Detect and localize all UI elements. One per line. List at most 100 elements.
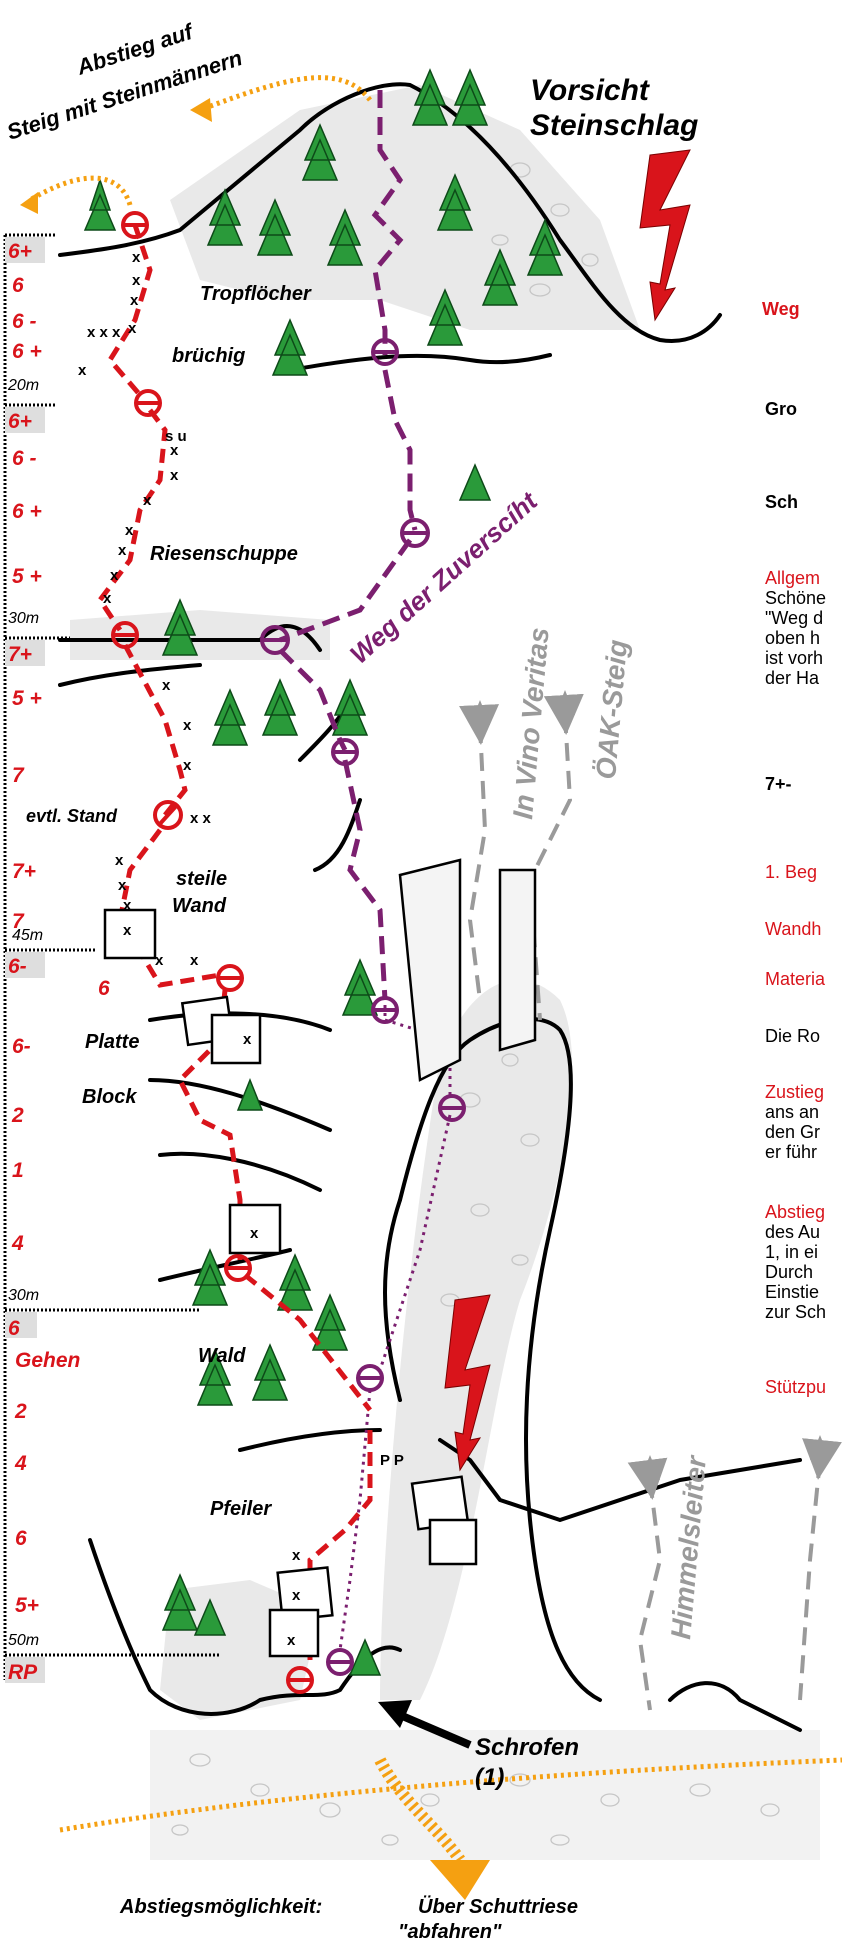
grade-4: 6 + [12, 340, 42, 363]
descent-line-4: Durch [765, 1262, 813, 1282]
label-weg-der-zuversicht: Weg der Zuverscíht [344, 485, 544, 669]
svg-text:x: x [118, 542, 127, 559]
grade-9: 7+ [8, 643, 32, 666]
grade-19: 6 [8, 1317, 20, 1340]
caution-label-1: Vorsicht [530, 74, 651, 107]
svg-text:x: x [130, 292, 139, 309]
svg-text:x: x [292, 1547, 301, 1564]
svg-text:x: x [125, 522, 134, 539]
label-wald: Wald [198, 1345, 246, 1367]
svg-text:x x: x x [190, 810, 212, 827]
grade-18: 4 [11, 1232, 24, 1255]
svg-text:x: x [250, 1225, 259, 1242]
info-line-2: Schöne [765, 588, 826, 608]
descent-line-6: zur Sch [765, 1302, 826, 1322]
label-schuttriese: Über Schuttriese [418, 1895, 578, 1918]
svg-text:x: x [243, 1031, 252, 1048]
label-abstieg-moeglichkeit: Abstiegsmöglichkeit: [119, 1896, 322, 1918]
length-4: 30m [8, 1287, 39, 1304]
descent-line-2: des Au [765, 1222, 820, 1242]
grade-5: 6+ [8, 410, 32, 433]
route-subtitle-1: Gro [765, 399, 797, 419]
descent-line-3: 1, in ei [765, 1242, 818, 1262]
access-line-1: Zustieg [765, 1082, 824, 1102]
length-3: 45m [12, 927, 43, 944]
info-line-3: "Weg d [765, 608, 823, 628]
label-in-vino-veritas: In Vino Veritas [507, 626, 555, 820]
grade-11: 7 [12, 764, 25, 787]
inline-grade: 6 [98, 977, 110, 1000]
svg-text:x: x [183, 717, 192, 734]
label-schrofen: Schrofen [475, 1734, 579, 1761]
grade-21: 2 [14, 1400, 27, 1423]
length-2: 30m [8, 610, 39, 627]
svg-text:x: x [123, 922, 132, 939]
route-subtitle-2: Sch [765, 492, 798, 512]
info-short-4: Die Ro [765, 1026, 820, 1046]
label-bruechig: brüchig [172, 345, 245, 367]
svg-text:x: x [128, 320, 137, 337]
info-short-1: 1. Beg [765, 862, 817, 882]
length-5: 50m [8, 1632, 39, 1649]
label-block: Block [82, 1086, 137, 1108]
grade-12: 7+ [12, 860, 36, 883]
grade-8: 5 + [12, 565, 42, 588]
svg-text:x: x [123, 897, 132, 914]
access-line-2: ans an [765, 1102, 819, 1122]
route-title: Weg [762, 299, 800, 319]
svg-text:x: x [110, 567, 119, 584]
label-platte: Platte [85, 1031, 139, 1053]
caution-label-2: Steinschlag [530, 109, 698, 142]
info-short-2: Wandh [765, 919, 821, 939]
grade-23: 6 [15, 1527, 27, 1550]
label-wand: Wand [172, 895, 227, 917]
svg-text:x: x [287, 1632, 296, 1649]
grade-22: 4 [14, 1452, 27, 1475]
svg-text:x: x [132, 272, 141, 289]
grade-15: 6- [12, 1035, 31, 1058]
grade-7: 6 + [12, 500, 42, 523]
label-steile: steile [176, 868, 227, 890]
svg-text:x: x [170, 467, 179, 484]
grade-24: 5+ [15, 1594, 39, 1617]
info-line-5: ist vorh [765, 648, 823, 668]
descent-line-1: Abstieg [765, 1202, 825, 1222]
label-abfahren: "abfahren" [398, 1921, 502, 1943]
label-pfeiler: Pfeiler [210, 1498, 272, 1520]
svg-text:x: x [162, 677, 171, 694]
svg-text:x: x [292, 1587, 301, 1604]
svg-text:x: x [115, 852, 124, 869]
label-oeak-steig: ÖAK-Steig [590, 638, 633, 780]
grade-25: RP [8, 1661, 38, 1684]
svg-text:x x x: x x x [87, 324, 121, 341]
info-line-6: der Ha [765, 668, 820, 688]
access-line-4: er führ [765, 1142, 817, 1162]
length-1: 20m [7, 377, 39, 394]
svg-text:x: x [103, 590, 112, 607]
route-info: Weg Gro Sch Allgem Schöne "Weg d oben h … [762, 299, 826, 1397]
support-line: Stützpu [765, 1377, 826, 1397]
info-line-4: oben h [765, 628, 820, 648]
info-line-1: Allgem [765, 568, 820, 588]
svg-text:x: x [78, 362, 87, 379]
grade-10: 5 + [12, 687, 42, 710]
svg-text:x: x [183, 757, 192, 774]
bolt-mark-su: s u [165, 428, 187, 445]
grade-3: 6 - [12, 310, 37, 333]
svg-text:x: x [155, 952, 164, 969]
grade-17: 1 [12, 1159, 24, 1182]
descent-line-5: Einstie [765, 1282, 819, 1302]
label-schrofen-number: (1) [475, 1764, 504, 1791]
info-short-3: Materia [765, 969, 826, 989]
grade-1: 6+ [8, 240, 32, 263]
label-riesenschuppe: Riesenschuppe [150, 543, 298, 565]
grade-summary: 7+- [765, 774, 792, 794]
svg-text:x: x [118, 877, 127, 894]
grade-16: 2 [11, 1104, 24, 1127]
svg-text:x: x [143, 492, 152, 509]
svg-text:x: x [132, 249, 141, 266]
grade-14: 6- [8, 955, 27, 978]
grade-6: 6 - [12, 447, 37, 470]
grade-2: 6 [12, 274, 24, 297]
svg-text:x: x [190, 952, 199, 969]
